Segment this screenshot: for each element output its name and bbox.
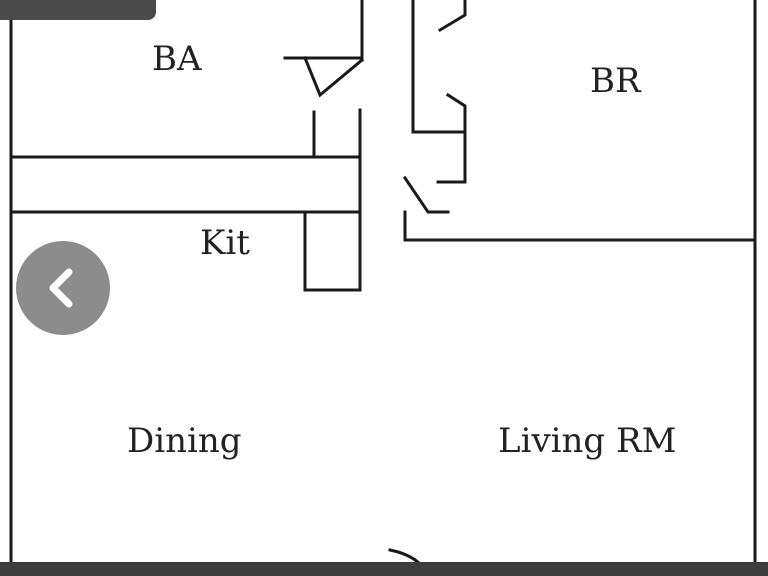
room-label-dining: Dining bbox=[127, 421, 242, 461]
room-label-living: Living RM bbox=[498, 421, 676, 461]
top-caption-tab bbox=[0, 0, 156, 20]
bottom-toolbar bbox=[0, 562, 768, 576]
ba-door-swing bbox=[303, 56, 365, 98]
prev-image-button[interactable] bbox=[16, 241, 110, 335]
br-door-swing bbox=[402, 175, 450, 214]
closet-door-top bbox=[437, 0, 467, 33]
closet-bend bbox=[436, 130, 467, 184]
room-label-kit: Kit bbox=[200, 223, 250, 263]
chevron-left-icon bbox=[49, 268, 73, 308]
room-label-ba: BA bbox=[152, 39, 202, 79]
kitchen-appliance bbox=[303, 210, 362, 292]
room-label-br: BR bbox=[590, 61, 642, 101]
closet-door-mid bbox=[411, 92, 467, 134]
